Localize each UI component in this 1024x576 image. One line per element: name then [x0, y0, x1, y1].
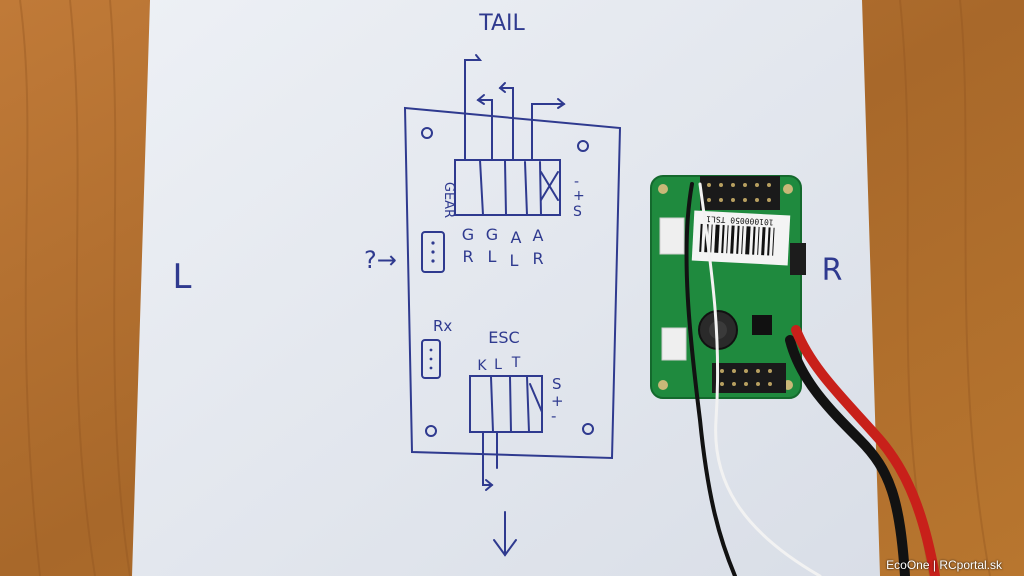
esc-label: ESC: [488, 328, 519, 347]
channel-top-4: A: [533, 226, 544, 245]
esc-pin-2: +: [551, 392, 564, 410]
channel-bottom-3: L: [510, 251, 519, 270]
controller-sketch: [403, 54, 622, 557]
channel-top-2: G: [486, 225, 498, 244]
photo-credit: EcoOne | RCportal.sk: [886, 558, 1002, 572]
gear-pin-1: -: [574, 174, 579, 190]
wood-grain: [19, 0, 991, 576]
esc-pin-1: S: [552, 375, 562, 393]
right-label: R: [822, 253, 843, 288]
gear-label: GEAR: [441, 182, 456, 218]
channel-bottom-1: R: [462, 247, 473, 266]
gear-pin-2: +: [573, 188, 585, 204]
left-label: L: [173, 257, 192, 297]
channel-bottom-2: L: [488, 247, 497, 266]
esc-channel-3: T: [511, 355, 521, 371]
esc-channel-1: K: [477, 358, 487, 374]
power-and-signal-wires: [684, 182, 940, 576]
tail-label: TAIL: [478, 11, 525, 36]
unknown-connector-pins: [431, 241, 435, 263]
rx-connector-pins: [429, 348, 433, 370]
channel-top-1: G: [462, 225, 474, 244]
board-sticker-text: 101000050 TSL1: [706, 214, 774, 227]
paper-sheet: [132, 0, 880, 576]
esc-pin-3: -: [551, 407, 556, 425]
channel-top-3: A: [511, 228, 522, 247]
flight-controller-board: 101000050 TSL1: [650, 175, 806, 399]
unknown-connector-label: ?→: [364, 246, 397, 274]
esc-channel-2: L: [494, 357, 502, 373]
rx-label: Rx: [433, 317, 452, 335]
channel-bottom-4: R: [532, 249, 543, 268]
gear-pin-3: S: [573, 204, 582, 220]
